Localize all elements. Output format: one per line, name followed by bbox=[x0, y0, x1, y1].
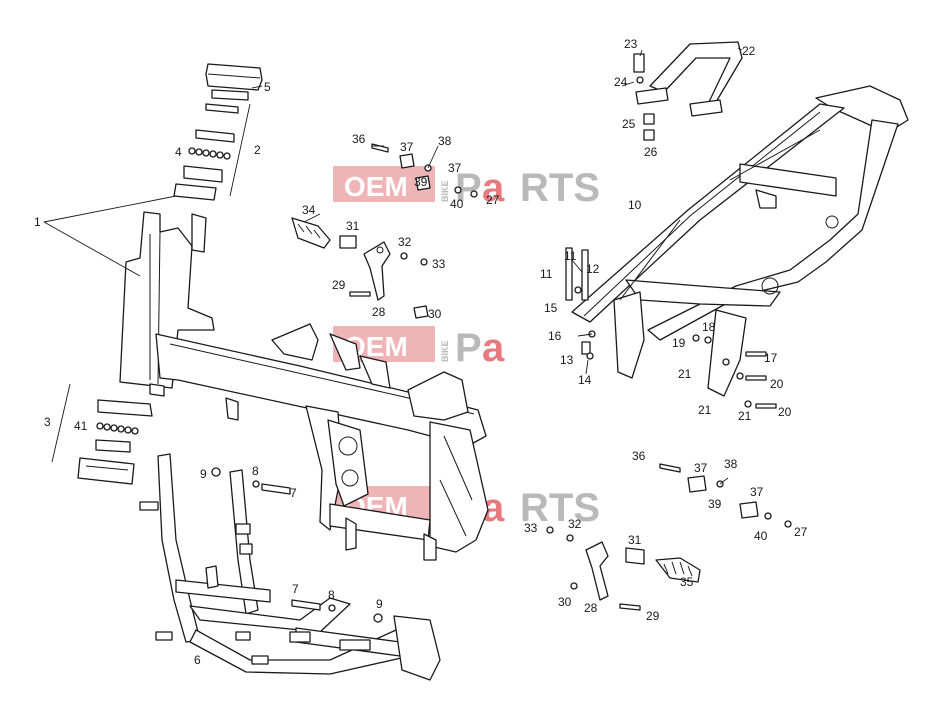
callout-39b: 39 bbox=[708, 497, 722, 511]
callout-33a: 33 bbox=[432, 257, 446, 271]
footrest-group-lower bbox=[546, 463, 792, 611]
callout-21a: 21 bbox=[678, 367, 692, 381]
svg-text:a: a bbox=[482, 486, 505, 530]
callout-20a: 20 bbox=[770, 377, 784, 391]
callout-28a: 28 bbox=[372, 305, 386, 319]
callout-labels: 1 2 3 4 5 6 7 7 8 8 9 9 10 11 11 12 13 1… bbox=[34, 37, 808, 667]
callout-1: 1 bbox=[34, 215, 41, 229]
lower-cradle bbox=[139, 453, 441, 681]
svg-text:a: a bbox=[482, 166, 505, 210]
lower-bearing-stack bbox=[77, 399, 153, 485]
callout-15: 15 bbox=[544, 301, 558, 315]
callout-27b: 27 bbox=[794, 525, 808, 539]
grab-handle bbox=[635, 41, 743, 117]
callout-9a: 9 bbox=[200, 467, 207, 481]
callout-37c: 37 bbox=[694, 461, 708, 475]
callout-7a: 7 bbox=[290, 486, 297, 500]
callout-31b: 31 bbox=[628, 533, 642, 547]
callout-4: 4 bbox=[175, 145, 182, 159]
callout-31a: 31 bbox=[346, 219, 360, 233]
svg-text:OEM: OEM bbox=[344, 171, 408, 202]
callout-28b: 28 bbox=[584, 601, 598, 615]
callout-11a: 11 bbox=[540, 267, 553, 281]
callout-33b: 33 bbox=[524, 521, 538, 535]
callout-30b: 30 bbox=[558, 595, 572, 609]
svg-text:RTS: RTS bbox=[520, 486, 600, 530]
callout-10: 10 bbox=[628, 198, 642, 212]
callout-3: 3 bbox=[44, 415, 51, 429]
callout-41: 41 bbox=[74, 419, 88, 433]
leader-lines bbox=[43, 47, 743, 485]
callout-22: 22 bbox=[742, 44, 756, 58]
callout-6: 6 bbox=[194, 653, 201, 667]
callout-37d: 37 bbox=[750, 485, 764, 499]
svg-text:P: P bbox=[455, 326, 482, 370]
callout-40b: 40 bbox=[754, 529, 768, 543]
callout-24: 24 bbox=[614, 75, 628, 89]
callout-29a: 29 bbox=[332, 278, 346, 292]
callout-27a: 27 bbox=[486, 193, 500, 207]
svg-text:RTS: RTS bbox=[520, 166, 600, 210]
callout-8a: 8 bbox=[252, 464, 259, 478]
hardware bbox=[211, 53, 777, 623]
bearing-balls-upper bbox=[188, 147, 231, 160]
callout-17: 17 bbox=[764, 351, 778, 365]
callout-36a: 36 bbox=[352, 132, 366, 146]
main-frame bbox=[119, 211, 489, 561]
callout-37a: 37 bbox=[400, 140, 414, 154]
callout-21b: 21 bbox=[698, 403, 712, 417]
upper-bearing-stack bbox=[173, 63, 263, 201]
callout-37b: 37 bbox=[448, 161, 462, 175]
callout-9b: 9 bbox=[376, 597, 383, 611]
callout-20b: 20 bbox=[778, 405, 792, 419]
callout-38b: 38 bbox=[724, 457, 738, 471]
callout-19: 19 bbox=[672, 336, 686, 350]
callout-30a: 30 bbox=[428, 307, 442, 321]
callout-21c: 21 bbox=[738, 409, 752, 423]
callout-29b: 29 bbox=[646, 609, 660, 623]
svg-text:BIKE: BIKE bbox=[440, 180, 450, 202]
callout-39a: 39 bbox=[414, 175, 428, 189]
callout-11b: 11 bbox=[564, 249, 577, 263]
callout-12: 12 bbox=[586, 262, 600, 276]
callout-25: 25 bbox=[622, 117, 636, 131]
footrest-group-upper bbox=[291, 143, 478, 319]
bearing-balls-lower bbox=[96, 422, 139, 435]
callout-26: 26 bbox=[644, 145, 658, 159]
watermark-top: OEM BIKE P a RTS bbox=[333, 166, 600, 210]
callout-13: 13 bbox=[560, 353, 574, 367]
callout-36b: 36 bbox=[632, 449, 646, 463]
rear-subframe bbox=[571, 85, 909, 397]
callout-2: 2 bbox=[254, 143, 261, 157]
callout-23: 23 bbox=[624, 37, 638, 51]
callout-14: 14 bbox=[578, 373, 592, 387]
callout-16: 16 bbox=[548, 329, 562, 343]
svg-text:BIKE: BIKE bbox=[440, 340, 450, 362]
callout-5: 5 bbox=[264, 80, 271, 94]
callout-7b: 7 bbox=[292, 582, 299, 596]
callout-8b: 8 bbox=[328, 588, 335, 602]
callout-34: 34 bbox=[302, 203, 316, 217]
callout-35: 35 bbox=[680, 575, 694, 589]
callout-18: 18 bbox=[702, 320, 716, 334]
callout-32a: 32 bbox=[398, 235, 412, 249]
callout-32b: 32 bbox=[568, 517, 582, 531]
svg-text:a: a bbox=[482, 326, 505, 370]
callout-38a: 38 bbox=[438, 134, 452, 148]
callout-40a: 40 bbox=[450, 197, 464, 211]
